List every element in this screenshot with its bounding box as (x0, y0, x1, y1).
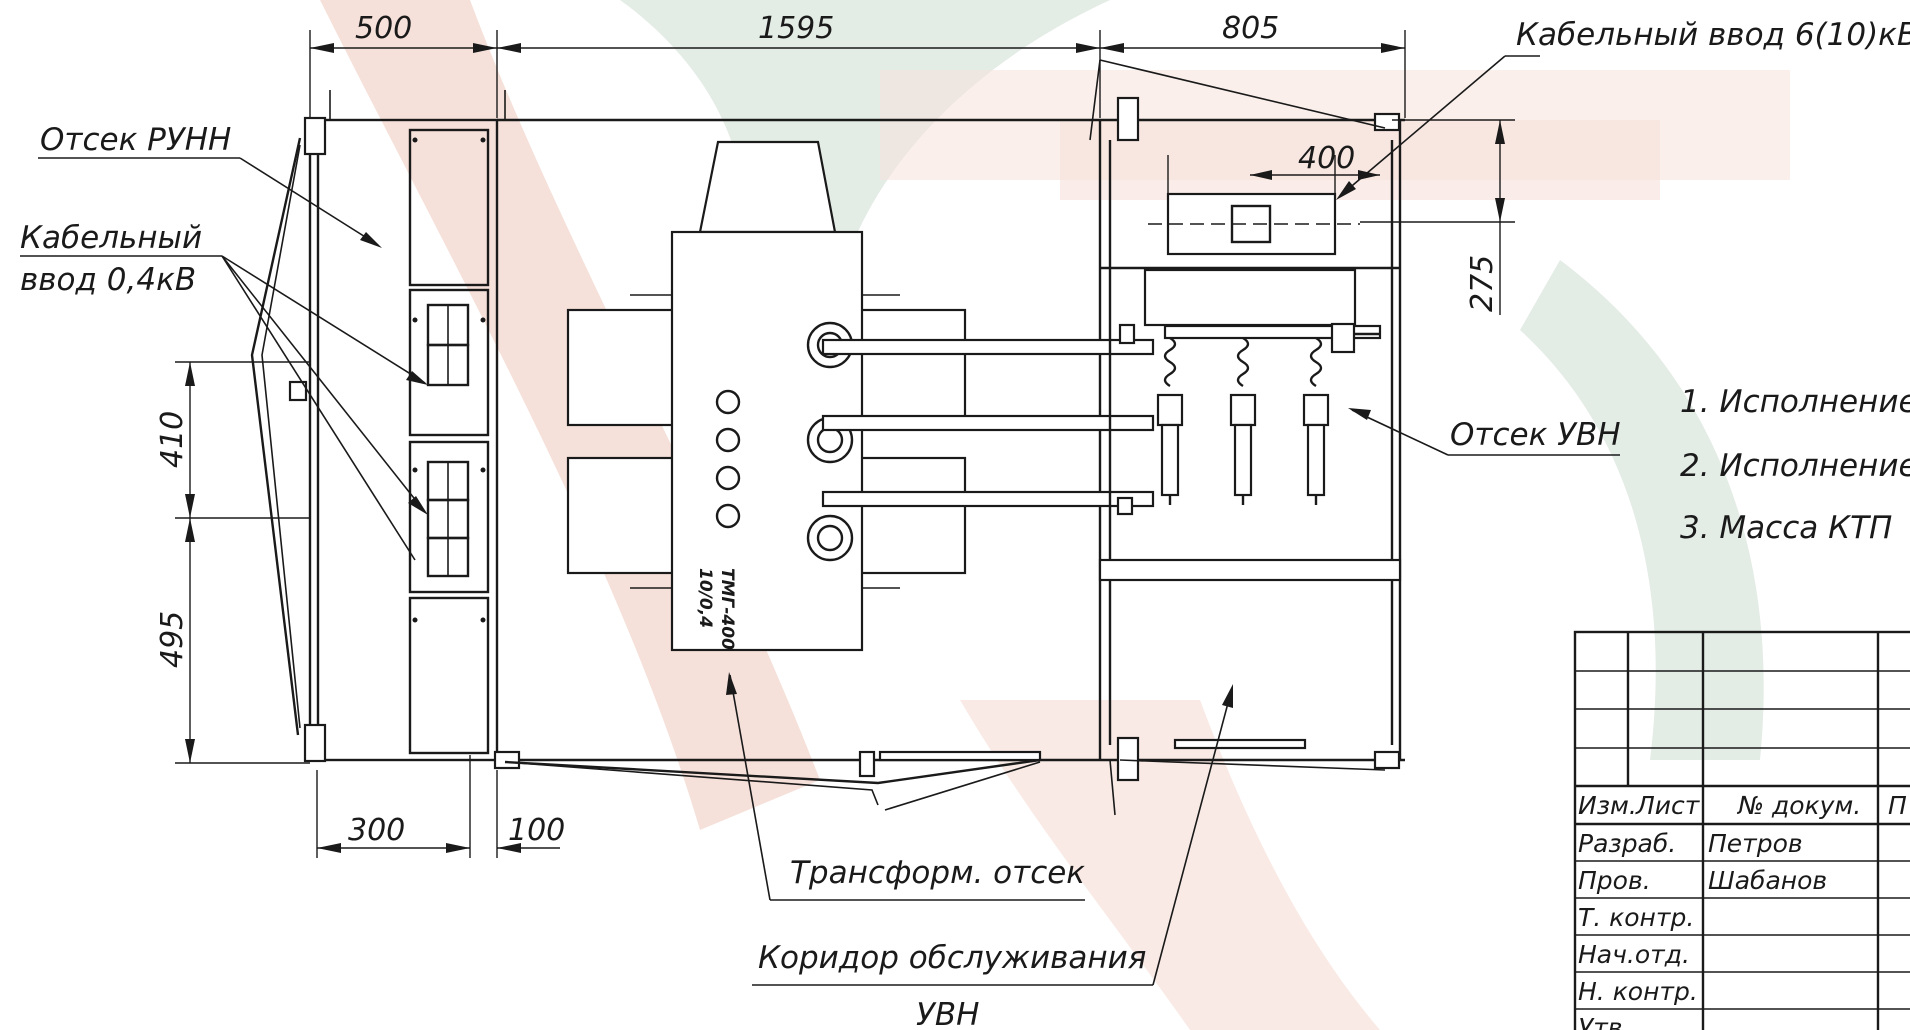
annotation-labels: Отсек РУНН Кабельный ввод 0,4кВ Кабельны… (20, 17, 1910, 1030)
tb-name-razrab: Петров (1708, 829, 1803, 858)
dim-410: 410 (155, 411, 190, 468)
dim-275: 275 (1465, 255, 1500, 312)
left-dimensions: 410 495 (155, 361, 310, 764)
tb-role-prov: Пров. (1578, 866, 1651, 895)
dim-100: 100 (508, 813, 565, 848)
tb-header-list: Лист (1635, 791, 1701, 820)
tb-role-utv: Утв. (1578, 1013, 1630, 1030)
dim-1595: 1595 (758, 11, 834, 46)
note-1: 1. Исполнение (1680, 384, 1910, 420)
dim-495: 495 (155, 611, 190, 668)
tb-role-razrab: Разраб. (1578, 829, 1676, 858)
label-corridor-1: Коридор обслуживания (758, 940, 1146, 976)
label-transformer: Трансформ. отсек (790, 855, 1085, 891)
notes-list: 1. Исполнение 2. Исполнение 3. Масса КТП (1680, 384, 1910, 546)
dim-300: 300 (348, 813, 405, 848)
tb-header-izm: Изм. (1578, 791, 1637, 820)
tb-role-tkontr: Т. контр. (1578, 903, 1694, 932)
dim-400: 400 (1298, 141, 1355, 176)
label-cable-lv-1: Кабельный (20, 220, 202, 256)
label-runn: Отсек РУНН (40, 122, 231, 158)
uvn-compartment (1098, 140, 1402, 750)
title-block: Изм. Лист № докум. П Разраб. Петров Пров… (1573, 630, 1910, 1030)
label-uvn: Отсек УВН (1450, 417, 1621, 453)
bottom-left-dimensions: 300 100 (316, 755, 565, 858)
insulator-set (1156, 336, 1330, 505)
outer-shell (493, 59, 1405, 816)
label-cable-lv-2: ввод 0,4кВ (20, 262, 196, 298)
dim-805: 805 (1222, 11, 1279, 46)
tb-role-nachotd: Нач.отд. (1578, 940, 1690, 969)
note-2: 2. Исполнение (1680, 448, 1910, 484)
label-corridor-2: УВН (916, 997, 979, 1030)
leader-lines (20, 55, 1620, 986)
tb-role-nkontr: Н. контр. (1578, 977, 1698, 1006)
transformer-plate-rating: 10/0,4 (695, 568, 715, 628)
transformer: ТМГ-400 10/0,4 (566, 140, 1155, 652)
tb-header-doc: № докум. (1736, 791, 1861, 820)
tb-header-p: П (1888, 791, 1907, 820)
transformer-plate-model: ТМГ-400 (717, 568, 737, 650)
tb-name-prov: Шабанов (1708, 866, 1827, 895)
note-3: 3. Масса КТП (1680, 510, 1892, 546)
runn-compartment (250, 90, 506, 763)
hv-dimensions: 400 275 (1167, 119, 1515, 315)
top-dimensions: 500 1595 805 (309, 11, 1406, 118)
dim-500: 500 (355, 11, 412, 46)
label-cable-hv: Кабельный ввод 6(10)кВ (1516, 17, 1910, 53)
